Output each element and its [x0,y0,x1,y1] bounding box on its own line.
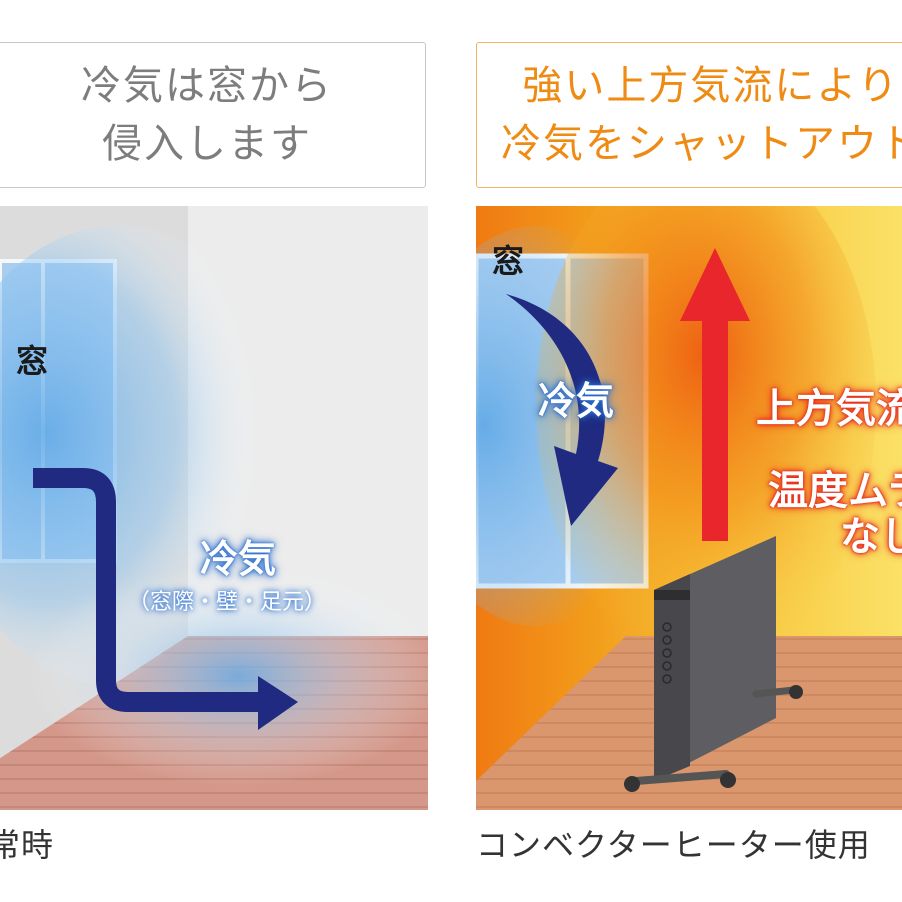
right-header-line1: 強い上方気流により [522,63,900,109]
right-scene: 窓 冷気 上方気流 温度ムラ なし [476,206,902,810]
left-cold-label: 冷気 [200,537,277,581]
right-caption: コンベクターヒーター使用 [476,826,871,864]
right-cold-label: 冷気 [538,379,615,423]
right-scene-illustration [476,206,902,810]
right-window-label: 窓 [492,242,525,280]
left-header-line2: 侵入します [102,121,312,167]
left-scene-illustration [0,206,428,810]
left-cold-sub-label: （窓際・壁・足元） [128,590,327,615]
left-cold-arrowhead [258,676,298,730]
right-updraft-label: 上方気流 [756,386,902,432]
right-even-line1: 温度ムラ [768,468,902,514]
left-window-label: 窓 [16,342,49,380]
left-scene: 窓 冷気 （窓際・壁・足元） [0,206,428,810]
right-panel: 強い上方気流により 冷気をシャットアウト [476,0,902,902]
right-hot-arrowhead [680,248,750,321]
right-hot-arrow-shaft [702,311,728,541]
left-header-box: 冷気は窓から 侵入します [0,42,426,188]
right-header-line2: 冷気をシャットアウト [501,121,902,167]
right-even-line2: なし [840,514,902,560]
right-even-temp-label: 温度ムラ なし [768,468,902,560]
right-cold-curved-arrow [506,294,618,526]
left-panel: 冷気は窓から 侵入します [0,0,428,902]
left-cold-arrow [33,468,264,712]
right-header-box: 強い上方気流により 冷気をシャットアウト [476,42,902,188]
left-header-line1: 冷気は窓から [81,63,333,109]
left-caption: 常時 [0,826,55,864]
